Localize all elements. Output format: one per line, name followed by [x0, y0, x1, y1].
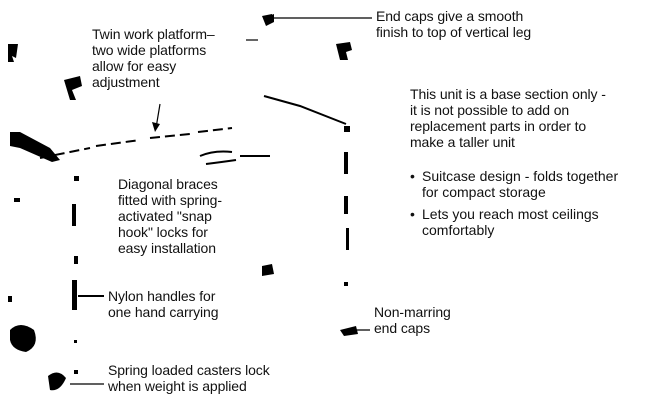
nylon-handle — [72, 280, 77, 310]
left-leg-joint — [74, 176, 79, 181]
platform-edge-front — [39, 127, 233, 159]
base-section-label: This unit is a base section only - it is… — [410, 86, 606, 150]
left-leg-lower — [74, 256, 78, 264]
end-caps-arrowhead — [264, 14, 274, 22]
nylon-handles-label: Nylon handles for one hand carrying — [108, 288, 219, 320]
right-leg-foot — [344, 282, 348, 286]
twin-platform-label: Twin work platform– two wide platforms a… — [92, 26, 215, 90]
right-leg-top — [336, 42, 352, 60]
diagonal-brace — [199, 150, 270, 165]
left-brace-cluster — [10, 132, 60, 162]
right-leg-lower — [344, 196, 348, 214]
platform-hinge-left — [64, 76, 82, 100]
non-marring-cap — [340, 326, 358, 336]
rear-caster — [262, 264, 274, 276]
diagonal-braces-label: Diagonal braces fitted with spring- acti… — [118, 176, 222, 256]
casters-label: Spring loaded casters lock when weight i… — [108, 362, 270, 394]
platform-corner-right — [344, 126, 350, 132]
feature-list: • Suitcase design - folds together for c… — [410, 168, 618, 244]
end-caps-top-label: End caps give a smooth finish to top of … — [376, 8, 532, 40]
front-caster-pin — [74, 370, 78, 374]
scaffold-lines — [39, 95, 347, 297]
left-frame-bit — [8, 296, 12, 302]
right-leg-bottom — [346, 228, 349, 250]
scaffold-fragments — [8, 14, 358, 391]
platform-edge-right — [263, 95, 347, 125]
left-brace-end — [14, 198, 20, 202]
feature-item: • Suitcase design - folds together for c… — [410, 168, 619, 200]
leader-lines — [70, 17, 372, 385]
left-caster-wheel — [10, 325, 36, 352]
platform-arrowhead — [152, 122, 160, 132]
left-leg-top — [8, 44, 18, 62]
caster-lock — [74, 340, 77, 343]
non-marring-label: Non-marring end caps — [374, 304, 451, 336]
bullet-icon: • — [410, 206, 415, 222]
bullet-icon: • — [410, 168, 415, 184]
right-leg-mid — [344, 152, 348, 174]
front-caster — [48, 372, 66, 391]
feature-item: • Lets you reach most ceilings comfortab… — [410, 206, 599, 238]
left-leg-mid — [72, 204, 76, 226]
